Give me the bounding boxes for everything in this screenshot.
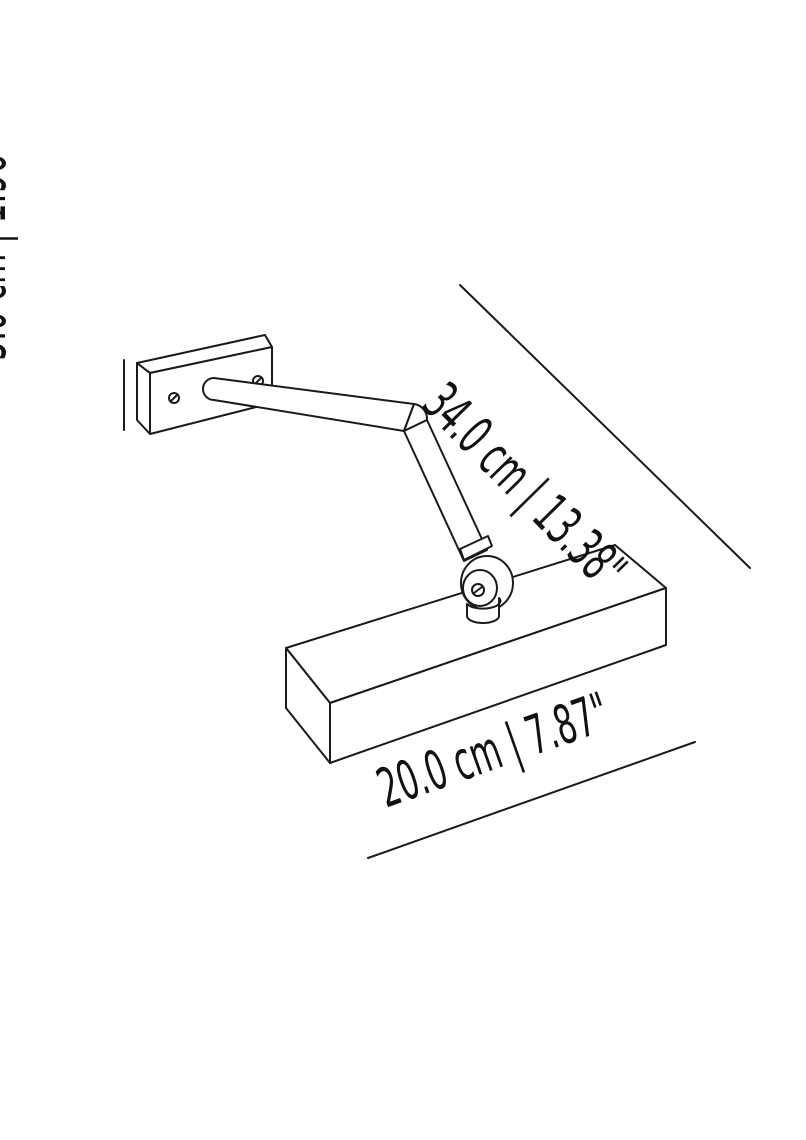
joint-stem [466, 597, 502, 624]
wall-plate-front-face [136, 362, 151, 435]
width-dimension-line [367, 741, 696, 859]
length-dimension-line [459, 284, 751, 569]
height-dimension-label: 5.0 cm | 1.96" [0, 140, 19, 361]
arm-collar [459, 535, 493, 561]
lamp-shade-front-face [329, 587, 667, 764]
upper-arm [202, 377, 415, 432]
lamp-shade [285, 544, 667, 764]
lamp-arm [202, 377, 514, 624]
lower-arm [403, 419, 488, 562]
